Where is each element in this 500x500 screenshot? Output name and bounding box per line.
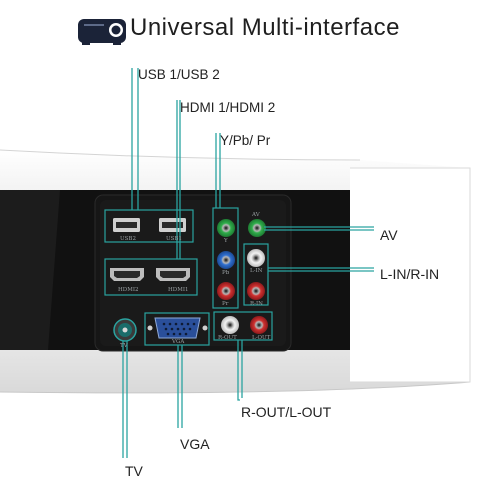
y-panel-label: Y (224, 238, 228, 244)
vga-panel-label: VGA (172, 339, 185, 345)
usb-callout-label: USB 1/USB 2 (138, 67, 220, 82)
usb-ports-highlight-box (104, 209, 194, 243)
hdmi-callout-label: HDMI 1/HDMI 2 (180, 100, 276, 115)
av-panel-label: AV (252, 212, 260, 218)
vga-highlight-box (144, 312, 210, 346)
hdmi2-panel-label: HDMI2 (118, 287, 139, 293)
l-in-panel-label: L-IN (250, 268, 263, 274)
lin-rin-highlight-box (243, 243, 269, 306)
hdmi1-panel-label: HDMI1 (168, 287, 189, 293)
tv-panel-label: TV (120, 343, 128, 349)
av-callout-label: AV (380, 227, 398, 243)
l-out-jack-icon (250, 316, 268, 334)
r-out-panel-label: R-OUT (218, 335, 237, 341)
tv-callout-label: TV (125, 463, 143, 479)
rout-lout-callout-label: R-OUT/L-OUT (241, 404, 332, 420)
ypbpr-highlight-box (212, 207, 239, 309)
callout-lines (122, 68, 374, 458)
hdmi-ports-highlight-box (104, 258, 198, 296)
hdmi-port-1 (156, 268, 190, 281)
l-out-panel-label: L-OUT (252, 335, 271, 341)
r-in-panel-label: R-IN (250, 301, 263, 307)
hdmi-port-2 (110, 268, 144, 281)
page-title: Universal Multi-interface (130, 14, 400, 41)
usb1-panel-label: USB1 (166, 236, 182, 242)
pr-jack-icon (217, 282, 235, 300)
l-in-jack-icon (247, 249, 265, 267)
av-jack-icon (248, 219, 266, 237)
usb-port-2 (113, 218, 140, 232)
usb2-panel-label: USB2 (120, 236, 136, 242)
projector-icon (78, 19, 126, 45)
ypbpr-callout-label: Y/Pb/ Pr (220, 133, 271, 148)
pb-panel-label: Pb (222, 270, 230, 276)
pb-jack-icon (217, 251, 235, 269)
vga-port-icon (147, 317, 208, 339)
out-highlight-box (213, 311, 273, 341)
r-out-jack-icon (221, 316, 239, 334)
y-jack-icon (217, 219, 235, 237)
usb-port-1 (159, 218, 186, 232)
lin-rin-callout-label: L-IN/R-IN (380, 266, 440, 282)
vga-callout-label: VGA (180, 436, 210, 452)
tv-coax-connector-icon (113, 318, 137, 342)
pr-panel-label: Pr (222, 301, 229, 307)
r-in-jack-icon (247, 282, 265, 300)
